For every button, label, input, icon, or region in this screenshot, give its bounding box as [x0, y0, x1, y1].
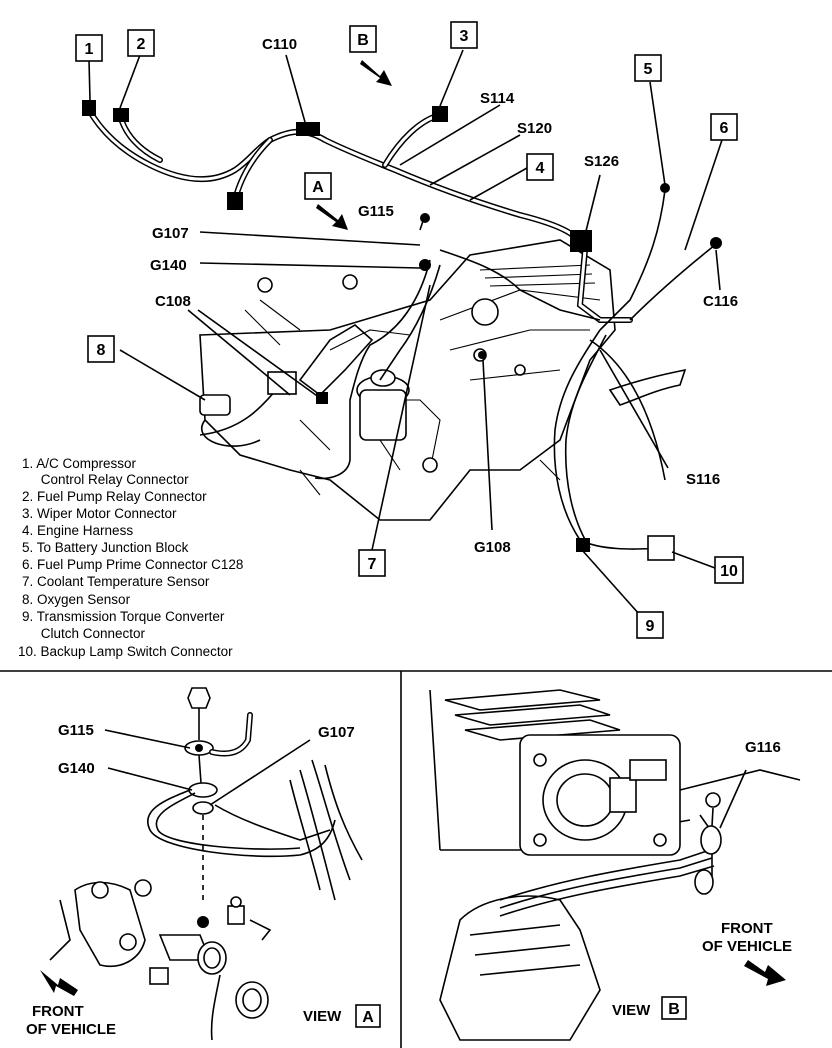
view-b-caption: VIEW: [612, 1002, 651, 1019]
view-b-tag: B: [357, 32, 369, 49]
legend-line-6: 5. To Battery Junction Block: [22, 540, 189, 555]
view-a-caption: VIEW: [303, 1008, 342, 1025]
callout-7: 7: [368, 556, 377, 573]
view-a-label-g115: G115: [58, 722, 94, 739]
legend-line-12: 10. Backup Lamp Switch Connector: [18, 644, 233, 659]
legend-line-7: 6. Fuel Pump Prime Connector C128: [22, 557, 243, 572]
component-labels: C110 S114 S120 S126 G115 G107 G140 C108 …: [150, 36, 738, 556]
callout-9: 9: [646, 618, 655, 635]
leader-lines: [88, 49, 723, 616]
label-c116: C116: [703, 293, 738, 310]
legend: 1. A/C Compressor Control Relay Connecto…: [18, 456, 243, 659]
callout-5: 5: [644, 61, 653, 78]
legend-line-2: Control Relay Connector: [22, 472, 189, 487]
view-a-panel: [40, 687, 363, 1041]
label-g107: G107: [152, 225, 189, 242]
callout-10: 10: [720, 563, 738, 580]
view-a-tag: A: [312, 179, 324, 196]
label-g140: G140: [150, 257, 187, 274]
legend-line-8: 7. Coolant Temperature Sensor: [22, 574, 210, 589]
label-s114: S114: [480, 90, 515, 107]
label-g108: G108: [474, 539, 511, 556]
callout-4: 4: [536, 160, 545, 177]
callout-2: 2: [137, 36, 146, 53]
view-a-label-g140: G140: [58, 760, 95, 777]
engine-harness: [82, 100, 722, 561]
view-b-caption-letter: B: [668, 1001, 680, 1018]
legend-line-11: Clutch Connector: [22, 626, 146, 641]
legend-line-3: 2. Fuel Pump Relay Connector: [22, 489, 207, 504]
view-b-panel: [429, 689, 801, 1041]
view-a-front-line2: OF VEHICLE: [26, 1021, 116, 1038]
label-s116: S116: [686, 471, 720, 488]
callout-6: 6: [720, 120, 729, 137]
legend-line-4: 3. Wiper Motor Connector: [22, 506, 177, 521]
label-c110: C110: [262, 36, 297, 53]
legend-line-9: 8. Oxygen Sensor: [22, 592, 131, 607]
label-s120: S120: [517, 120, 552, 137]
legend-line-5: 4. Engine Harness: [22, 523, 133, 538]
legend-line-10: 9. Transmission Torque Converter: [22, 609, 225, 624]
label-c108: C108: [155, 293, 191, 310]
callout-boxes: 1 2 3 4 5 6 7 8 9 10 B A: [75, 21, 744, 639]
label-g115: G115: [358, 203, 394, 220]
view-b-label-g116: G116: [745, 739, 781, 756]
view-a-label-g107: G107: [318, 724, 355, 741]
legend-line-1: 1. A/C Compressor: [22, 456, 137, 471]
label-s126: S126: [584, 153, 619, 170]
view-a-caption-letter: A: [362, 1009, 374, 1026]
view-a-front-line1: FRONT: [32, 1003, 84, 1020]
callout-1: 1: [85, 41, 94, 58]
callout-3: 3: [460, 28, 469, 45]
callout-8: 8: [97, 342, 106, 359]
view-b-front-line1: FRONT: [721, 920, 773, 937]
view-b-front-line2: OF VEHICLE: [702, 938, 792, 955]
